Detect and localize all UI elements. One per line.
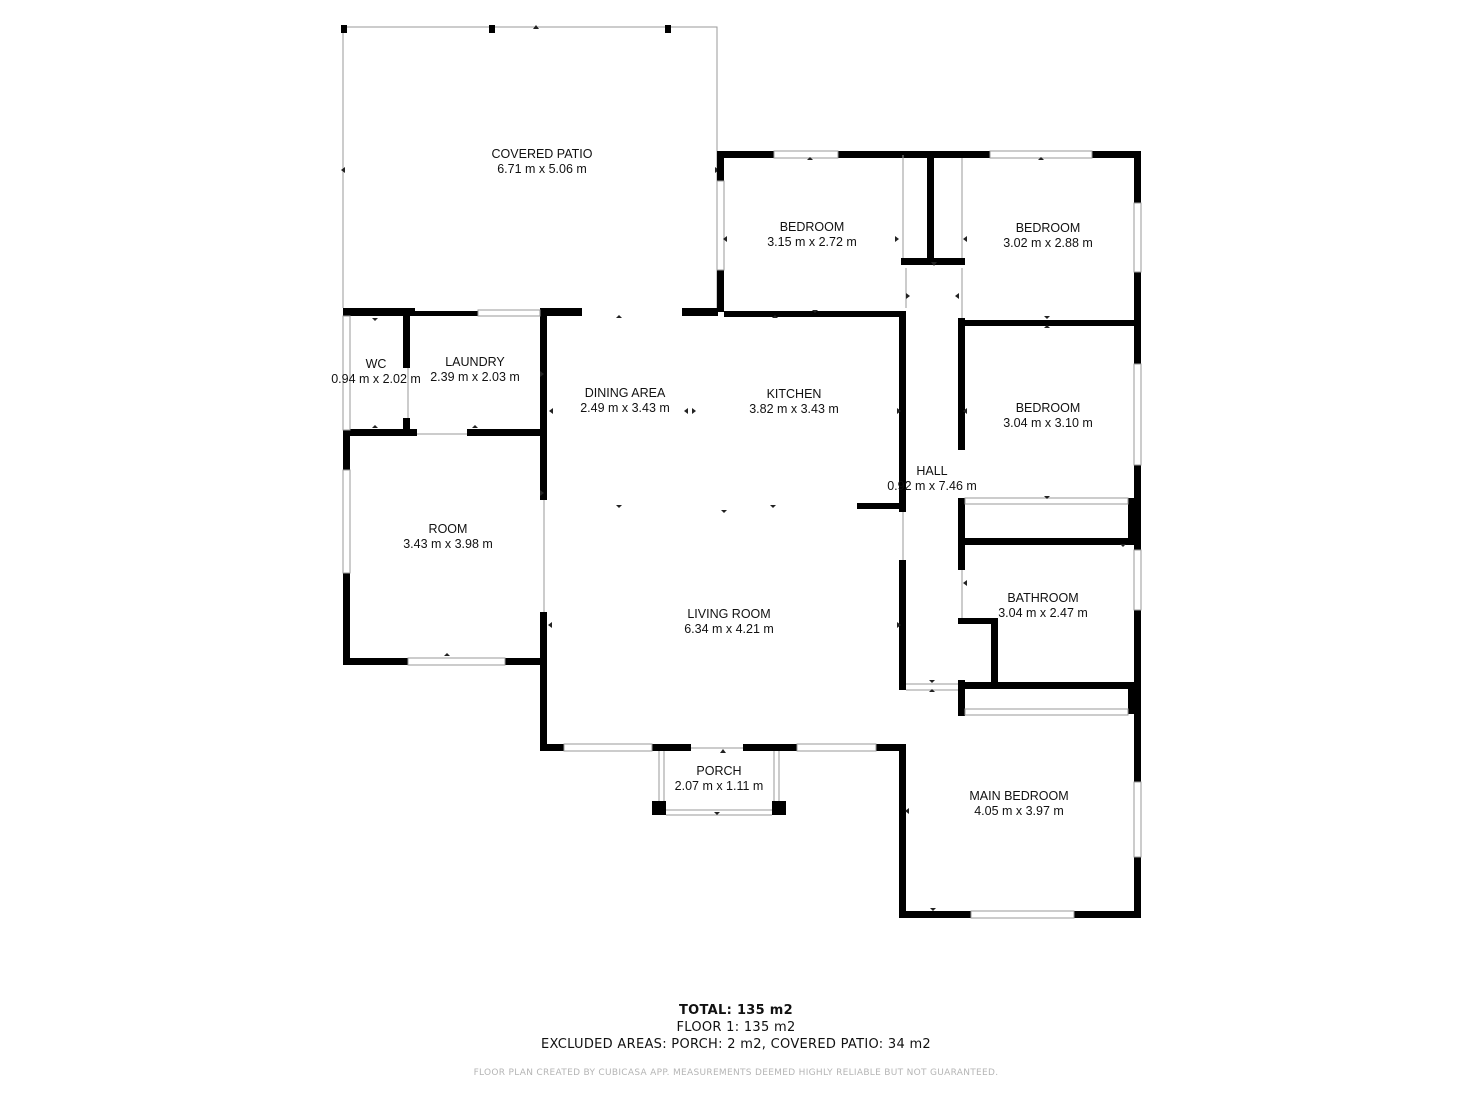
- room-name-main-bedroom: MAIN BEDROOM: [969, 789, 1068, 803]
- room-name-bedroom-2: BEDROOM: [1016, 221, 1081, 235]
- room-dim-kitchen: 3.82 m x 3.43 m: [749, 402, 839, 416]
- room-dim-main-bedroom: 4.05 m x 3.97 m: [974, 804, 1064, 818]
- floor-area: FLOOR 1: 135 m2: [676, 1020, 796, 1035]
- room-name-room: ROOM: [429, 522, 468, 536]
- room-name-porch: PORCH: [696, 764, 741, 778]
- room-name-bathroom: BATHROOM: [1007, 591, 1078, 605]
- room-name-hall: HALL: [916, 464, 947, 478]
- excluded-areas: EXCLUDED AREAS: PORCH: 2 m2, COVERED PAT…: [540, 1037, 932, 1052]
- windows: [342, 150, 1142, 919]
- walls: [343, 151, 1141, 918]
- room-name-covered-patio: COVERED PATIO: [492, 147, 593, 161]
- room-name-bedroom-3: BEDROOM: [1016, 401, 1081, 415]
- room-name-bedroom-1: BEDROOM: [780, 220, 845, 234]
- room-dim-dining-area: 2.49 m x 3.43 m: [580, 401, 670, 415]
- room-name-dining-area: DINING AREA: [585, 386, 666, 400]
- room-dim-hall: 0.92 m x 7.46 m: [887, 479, 977, 493]
- room-dim-laundry: 2.39 m x 2.03 m: [430, 370, 520, 384]
- room-dim-covered-patio: 6.71 m x 5.06 m: [497, 162, 587, 176]
- room-name-laundry: LAUNDRY: [445, 355, 505, 369]
- room-name-kitchen: KITCHEN: [767, 387, 822, 401]
- room-dim-bedroom-1: 3.15 m x 2.72 m: [767, 235, 857, 249]
- room-dim-bedroom-3: 3.04 m x 3.10 m: [1003, 416, 1093, 430]
- room-dim-wc: 0.94 m x 2.02 m: [331, 372, 421, 386]
- openings: [407, 155, 963, 816]
- room-dim-bathroom: 3.04 m x 2.47 m: [998, 606, 1088, 620]
- room-name-wc: WC: [366, 357, 387, 371]
- room-labels: COVERED PATIO 6.71 m x 5.06 m BEDROOM 3.…: [331, 147, 1093, 818]
- room-dim-room: 3.43 m x 3.98 m: [403, 537, 493, 551]
- room-name-living-room: LIVING ROOM: [687, 607, 770, 621]
- markers: [372, 157, 1126, 911]
- total-area: TOTAL: 135 m2: [679, 1003, 793, 1018]
- room-dim-porch: 2.07 m x 1.11 m: [675, 779, 764, 793]
- room-dim-bedroom-2: 3.02 m x 2.88 m: [1003, 236, 1093, 250]
- disclaimer: FLOOR PLAN CREATED BY CUBICASA APP. MEAS…: [473, 1068, 999, 1078]
- room-dim-living-room: 6.34 m x 4.21 m: [684, 622, 774, 636]
